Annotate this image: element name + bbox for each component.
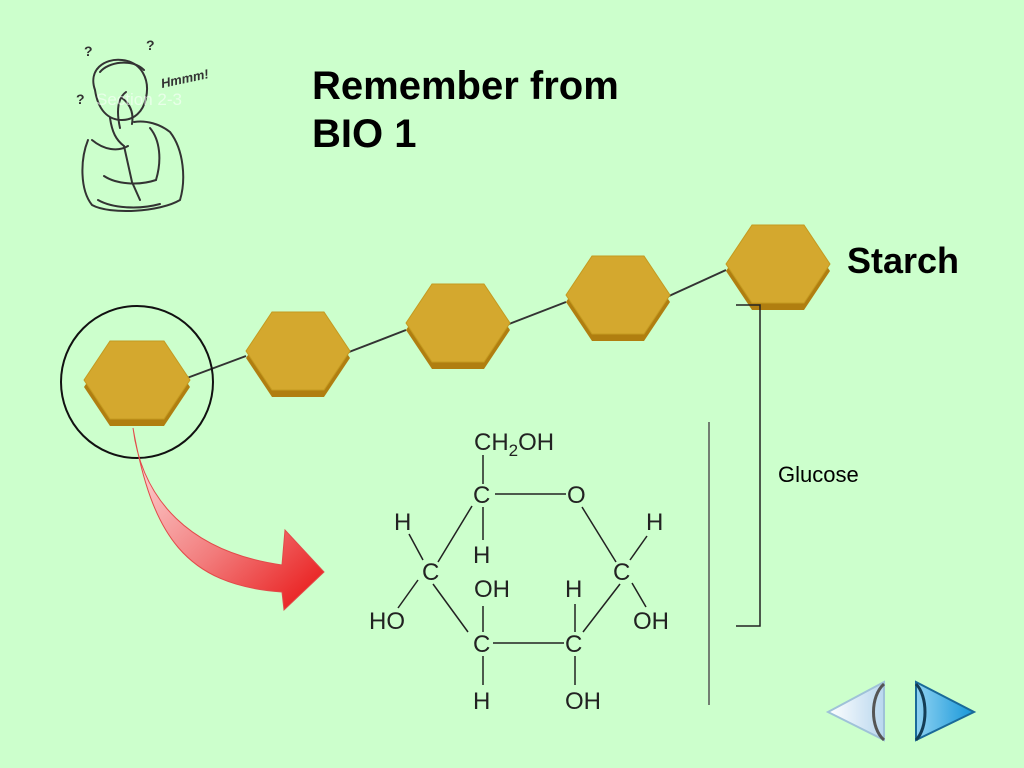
atom-ring-o: O [567,482,586,509]
atom-c1: C [613,559,630,586]
question-mark-2: ? [146,37,155,53]
question-mark-3: ? [76,91,85,107]
atom-oh1: OH [633,608,669,635]
glucose-bracket [736,304,761,627]
atom-ho4: HO [369,608,405,635]
atom-h4: H [394,509,411,536]
thinking-man-illustration [81,58,185,213]
glucose-atoms: CH2OH C O H H H C C OH H HO OH C C H OH [369,429,669,715]
slide-title-line-2: BIO 1 [312,112,417,156]
glucose-unit-3 [405,283,511,369]
back-arrow-icon[interactable] [825,680,885,742]
glucose-unit-2 [245,311,351,397]
atom-h5: H [473,542,490,569]
starch-label: Starch [847,240,960,281]
atom-h3: H [473,688,490,715]
chain-links [186,269,727,379]
atom-c5: C [473,482,490,509]
atom-h2: H [565,576,582,603]
forward-button[interactable] [914,680,977,742]
atom-c4: C [422,559,439,586]
slide-title: Remember from BIO 1 [312,62,619,158]
thinker-bubble-text: Hmmm! [160,66,211,91]
atom-c2: C [565,631,582,658]
zoom-arrow [132,427,325,612]
question-mark-1: ? [84,43,93,59]
glucose-unit-4 [565,255,671,341]
atom-oh2: OH [565,688,601,715]
section-label: Section 2-3 [96,90,182,109]
back-button[interactable] [825,680,886,742]
glucose-unit-1 [83,340,191,426]
slide-title-line-1: Remember from [312,64,619,108]
glucose-unit-5 [725,224,831,310]
atom-ch2oh: CH2OH [474,429,554,460]
highlight-circle [60,305,214,459]
glucose-bonds [397,455,648,685]
glucose-label: Glucose [778,462,859,487]
atom-h1: H [646,509,663,536]
atom-c3: C [473,631,490,658]
forward-arrow-icon[interactable] [915,680,977,742]
atom-oh3: OH [474,576,510,603]
